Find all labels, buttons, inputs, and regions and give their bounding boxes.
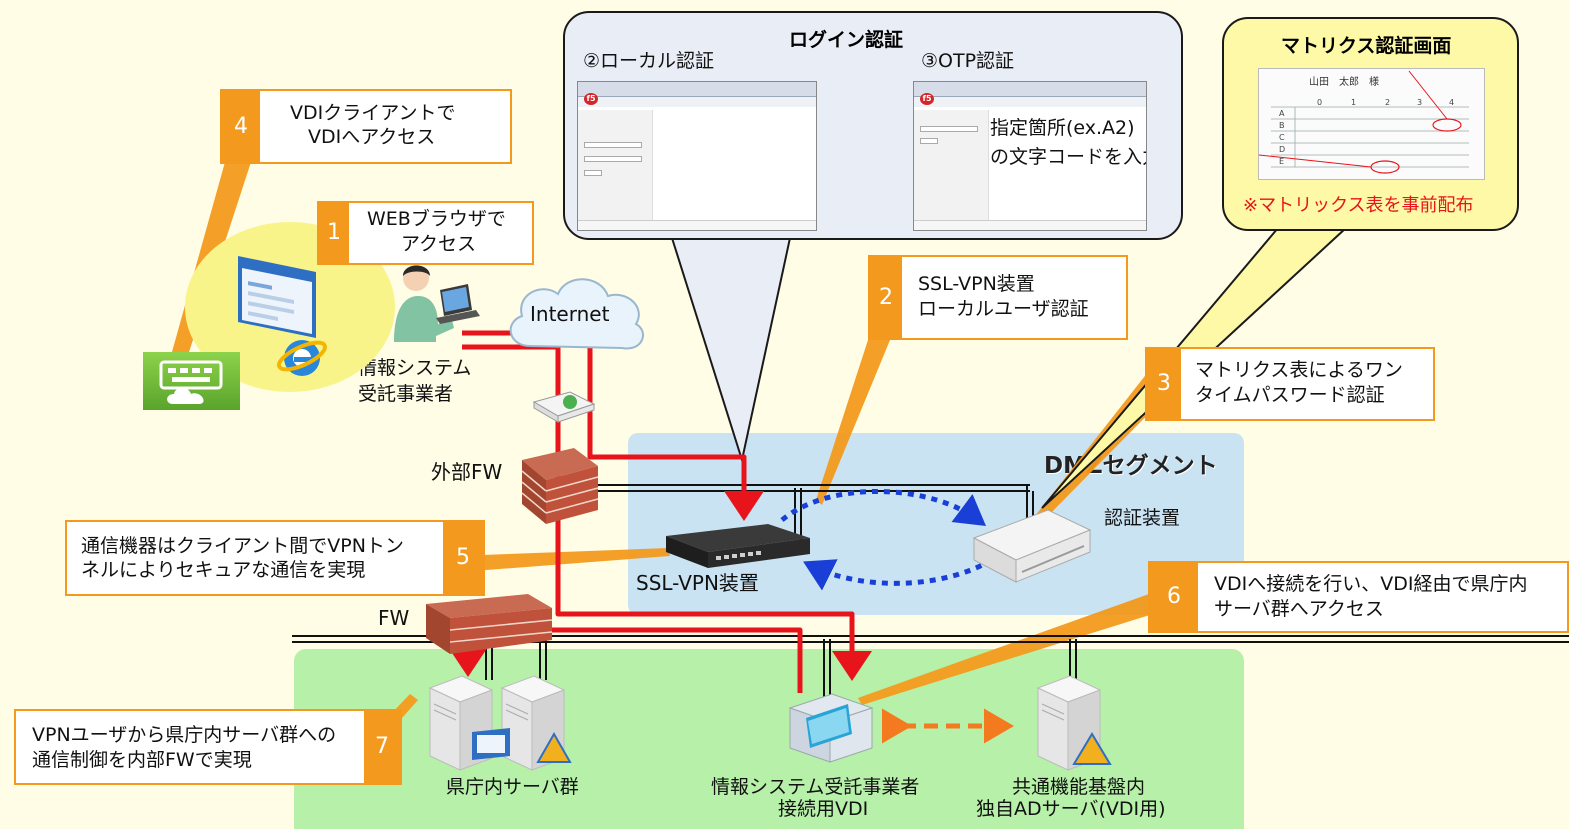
callout-7: 7 VPNユーザから県庁内サーバ群への 通信制御を内部FWで実現 bbox=[14, 709, 402, 785]
callout-4: 4 VDIクライアントで VDIへアクセス bbox=[220, 89, 512, 164]
vdi-icon bbox=[788, 693, 874, 763]
callout-1: 1 WEBブラウザで アクセス bbox=[317, 201, 534, 265]
callout-2-line1: SSL-VPN装置 bbox=[918, 273, 1035, 295]
callout-4-line2: VDIへアクセス bbox=[308, 126, 436, 148]
internet-cloud-icon bbox=[509, 278, 644, 350]
callout-6-line1: VDIへ接続を行い、VDI経由で県庁内 bbox=[1214, 573, 1528, 595]
callout-3-number: 3 bbox=[1147, 349, 1181, 419]
router-icon bbox=[532, 391, 596, 423]
internal-fw-label: FW bbox=[378, 606, 410, 630]
callout-5: 5 通信機器はクライアント間でVPNトン ネルによりセキュアな通信を実現 bbox=[65, 520, 485, 596]
callout-1-line2: アクセス bbox=[401, 233, 477, 255]
internet-label: Internet bbox=[530, 302, 610, 326]
callout-7-line2: 通信制御を内部FWで実現 bbox=[32, 749, 252, 771]
callout-6: 6 VDIへ接続を行い、VDI経由で県庁内 サーバ群へアクセス bbox=[1148, 561, 1569, 633]
browser-window-icon bbox=[238, 256, 316, 338]
internal-firewall-icon bbox=[426, 594, 553, 654]
otp-instruction-1: 指定箇所(ex.A2) bbox=[990, 117, 1135, 139]
callout-3-line2: タイムパスワード認証 bbox=[1195, 384, 1385, 406]
matrix-card-name: 山田 太郎 様 bbox=[1309, 77, 1379, 88]
vdi-label-1: 情報システム受託事業者 bbox=[711, 776, 920, 798]
callout-2-number: 2 bbox=[870, 257, 902, 338]
callout-2: 2 SSL-VPN装置 ローカルユーザ認証 bbox=[868, 255, 1128, 340]
svg-text:0: 0 bbox=[1317, 98, 1322, 107]
auth-flow bbox=[780, 489, 994, 591]
ad-label-2: 独自ADサーバ(VDI用) bbox=[976, 798, 1166, 820]
callout-1-number: 1 bbox=[319, 203, 349, 263]
ie-logo-icon bbox=[277, 340, 327, 376]
contractor-label-1: 情報システム bbox=[358, 357, 472, 379]
local-auth-screenshot: f5 bbox=[577, 81, 817, 231]
auth-device-icon bbox=[972, 509, 1092, 583]
auth-device-label: 認証装置 bbox=[1104, 507, 1181, 529]
callout-5-line1: 通信機器はクライアント間でVPNトン bbox=[81, 535, 404, 557]
sslvpn-device-icon bbox=[666, 524, 810, 568]
callout-7-number: 7 bbox=[364, 711, 400, 783]
otp-auth-label: ③OTP認証 bbox=[921, 50, 1015, 72]
svg-text:E: E bbox=[1279, 157, 1284, 166]
callout-2-line2: ローカルユーザ認証 bbox=[918, 298, 1089, 320]
callout-5-number: 5 bbox=[443, 522, 483, 594]
dmz-zone bbox=[628, 433, 1244, 615]
svg-text:1: 1 bbox=[1351, 98, 1356, 107]
contractor-label-2: 受託事業者 bbox=[358, 383, 454, 405]
callout-3: 3 マトリクス表によるワン タイムパスワード認証 bbox=[1145, 347, 1435, 421]
callout-3-line1: マトリクス表によるワン bbox=[1195, 359, 1403, 381]
callout-4-line1: VDIクライアントで bbox=[290, 102, 456, 124]
vdi-client-icon bbox=[143, 352, 240, 410]
external-firewall-icon bbox=[521, 448, 599, 524]
login-bubble-tail bbox=[670, 237, 792, 464]
matrix-note: ※マトリックス表を事前配布 bbox=[1243, 195, 1474, 216]
otp-auth-screenshot: f5 指定箇所(ex.A2) の文字コードを入力 bbox=[913, 81, 1147, 231]
callout-5-line2: ネルによりセキュアな通信を実現 bbox=[81, 559, 366, 581]
callout-6-line2: サーバ群へアクセス bbox=[1214, 598, 1384, 620]
svg-text:D: D bbox=[1279, 145, 1285, 154]
contractor-user-icon bbox=[394, 265, 480, 342]
matrix-auth-title: マトリクス認証画面 bbox=[1281, 35, 1452, 57]
ad-label-1: 共通機能基盤内 bbox=[1012, 776, 1146, 798]
svg-text:4: 4 bbox=[1449, 98, 1454, 107]
svg-text:A: A bbox=[1279, 109, 1285, 118]
svg-text:2: 2 bbox=[1385, 98, 1390, 107]
callout-7-line1: VPNユーザから県庁内サーバ群への bbox=[32, 724, 337, 746]
ad-server-icon bbox=[1036, 675, 1112, 771]
svg-text:B: B bbox=[1279, 121, 1285, 130]
callout-1-line1: WEBブラウザで bbox=[367, 208, 506, 230]
prefecture-servers-icon bbox=[428, 675, 572, 771]
svg-text:C: C bbox=[1279, 133, 1285, 142]
vdi-label-2: 接続用VDI bbox=[778, 798, 869, 820]
external-fw-label: 外部FW bbox=[431, 460, 503, 484]
prefecture-servers-label: 県庁内サーバ群 bbox=[446, 776, 579, 798]
callout-4-number: 4 bbox=[222, 91, 260, 162]
sslvpn-label: SSL-VPN装置 bbox=[636, 571, 759, 595]
login-auth-title: ログイン認証 bbox=[789, 29, 904, 51]
otp-instruction-2: の文字コードを入力 bbox=[990, 146, 1147, 168]
callout-6-number: 6 bbox=[1150, 563, 1198, 631]
svg-text:3: 3 bbox=[1417, 98, 1422, 107]
local-auth-label: ②ローカル認証 bbox=[583, 50, 715, 72]
